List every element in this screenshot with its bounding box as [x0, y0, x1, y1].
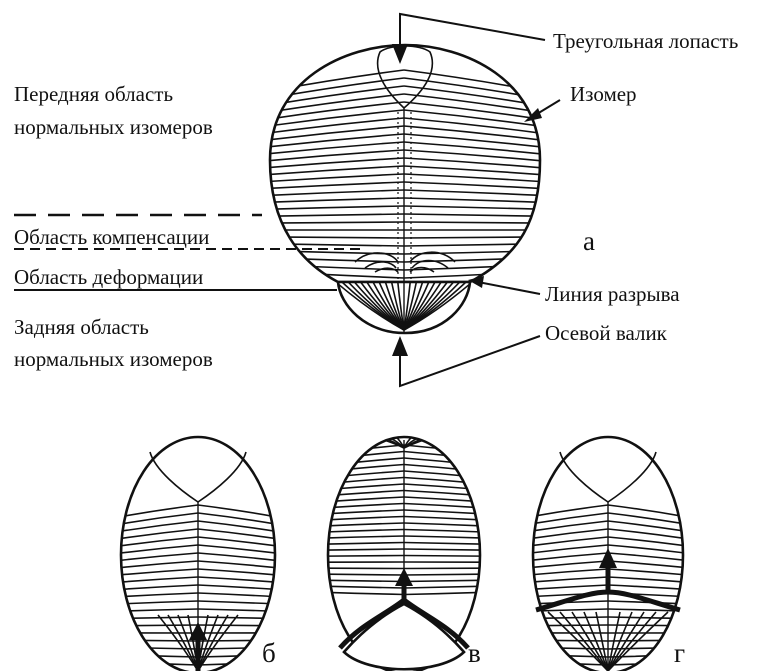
label-deformation: Область деформации [14, 265, 203, 289]
isomer-stripe [198, 625, 288, 626]
isomer-stripe [108, 625, 198, 626]
panel-b-organism [108, 437, 288, 671]
label-anterior-line2: нормальных изомеров [14, 115, 213, 139]
label-posterior-line2: нормальных изомеров [14, 347, 213, 371]
label-compensation: Область компенсации [14, 225, 209, 249]
axial-ridge-pointer [400, 336, 540, 386]
rupture-line-pointer [478, 282, 540, 294]
isomer-stripe [314, 574, 404, 575]
panel-letter-v: в [468, 638, 481, 668]
label-triangular-lobe: Треугольная лопасть [553, 29, 738, 53]
panel-g-organism [518, 437, 698, 671]
label-posterior-line1: Задняя область [14, 315, 149, 339]
panel-letter-b: б [262, 638, 276, 668]
isomer-stripe [108, 640, 198, 641]
panel-letter-g: г [674, 638, 685, 668]
panel-v-organism [314, 436, 494, 671]
panel-letter-a: а [583, 226, 595, 256]
label-isomer: Изомер [570, 82, 637, 106]
isomer-stripe [404, 574, 494, 575]
axial-ridge-arrow [392, 336, 408, 356]
label-anterior-line1: Передняя область [14, 82, 173, 106]
isomer-stripe [518, 640, 608, 641]
label-axial-ridge: Осевой валик [545, 321, 668, 345]
label-rupture-line: Линия разрыва [545, 282, 680, 306]
